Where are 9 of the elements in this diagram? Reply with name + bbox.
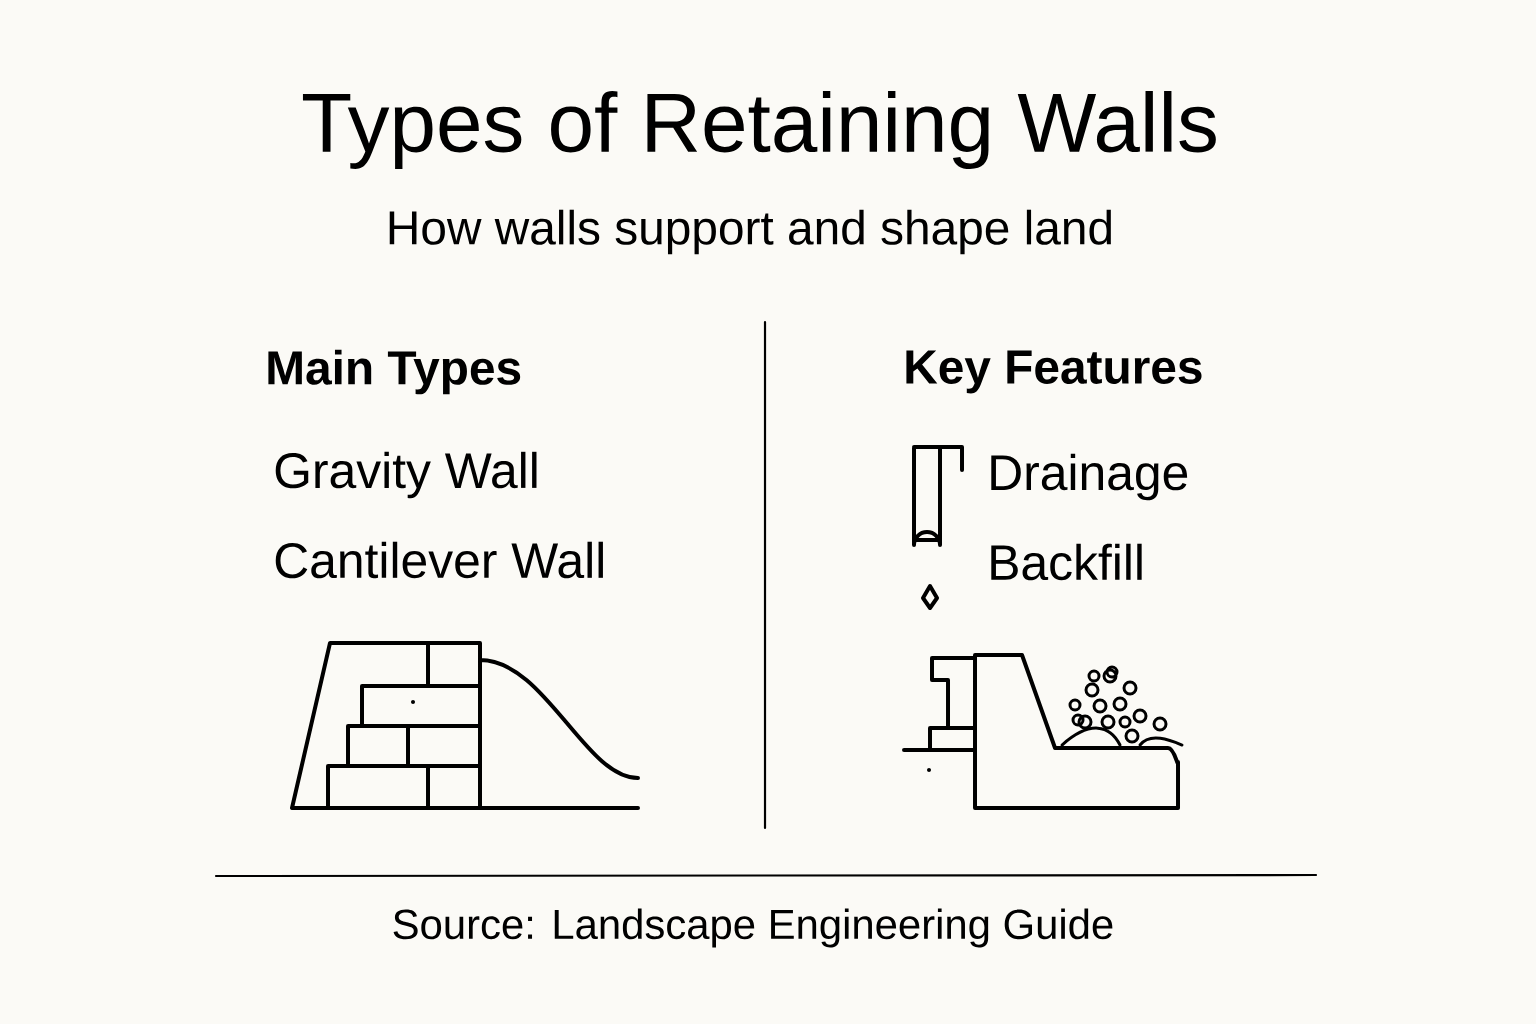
list-item: Backfill bbox=[991, 543, 1142, 581]
source-caption: Source: Landscape Engineering Guide bbox=[393, 908, 1113, 948]
subtitle: How walls support and shape land bbox=[389, 209, 1111, 255]
column-heading: Key Features bbox=[906, 350, 1202, 394]
list-item: Drainage bbox=[991, 453, 1188, 501]
title: Types of Retaining Walls bbox=[302, 91, 1216, 169]
list-item: Cantilever Wall bbox=[275, 541, 603, 579]
list-item: Gravity Wall bbox=[275, 451, 537, 499]
column-heading: Main Types bbox=[268, 349, 521, 395]
